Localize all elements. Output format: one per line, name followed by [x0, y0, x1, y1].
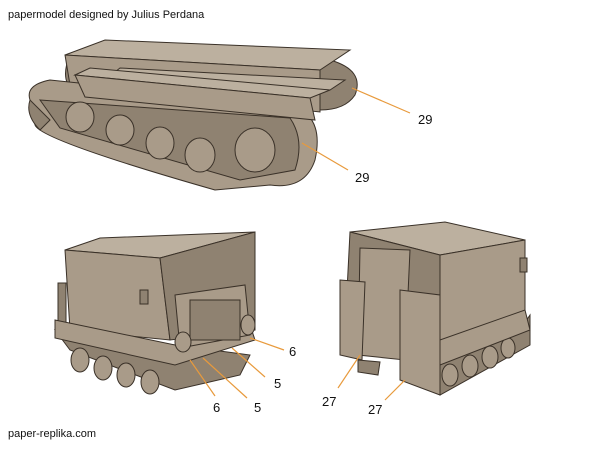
leader-line: [189, 359, 216, 397]
road-wheel: [105, 114, 135, 146]
road-wheel: [145, 126, 175, 160]
leader-line: [202, 357, 248, 399]
side-panel: [57, 282, 67, 324]
mirror: [519, 257, 528, 273]
road-wheel: [184, 137, 216, 173]
leader-line: [384, 379, 406, 401]
part-label: 6: [289, 344, 297, 359]
road-wheel: [500, 337, 516, 359]
headlight: [174, 331, 192, 353]
part-label: 5: [254, 400, 262, 415]
road-wheel: [116, 362, 136, 388]
mirror: [139, 289, 149, 305]
part-label: 29: [355, 170, 370, 185]
part-label: 6: [213, 400, 221, 415]
part-label: 29: [418, 112, 433, 127]
road-wheel: [70, 347, 90, 373]
tow-hitch: [357, 359, 381, 376]
road-wheel: [234, 127, 276, 173]
site-text: paper-replika.com: [8, 428, 97, 440]
rear-panel: [399, 289, 441, 396]
fender-side: [74, 74, 316, 121]
road-wheel: [93, 355, 113, 381]
road-wheel: [481, 345, 499, 369]
part-label: 27: [368, 402, 383, 417]
grille: [189, 299, 241, 341]
leader-line: [249, 337, 285, 351]
part-label: 27: [322, 394, 337, 409]
part-label: 5: [274, 376, 282, 391]
leader-line: [337, 354, 361, 389]
credit-text: papermodel designed by Julius Perdana: [8, 9, 205, 21]
leader-line: [231, 347, 266, 378]
track-end: [28, 99, 51, 131]
road-wheel: [140, 369, 160, 395]
vehicle-front-view: [53, 231, 256, 395]
road-wheel: [461, 354, 479, 378]
leader-line: [301, 142, 349, 171]
rear-panel: [339, 279, 366, 361]
headlight: [240, 314, 256, 336]
road-wheel: [441, 363, 459, 387]
leader-line: [351, 87, 411, 114]
chassis-top-view: [28, 39, 358, 191]
road-wheel: [65, 101, 95, 133]
vehicle-rear-view: [339, 221, 531, 396]
